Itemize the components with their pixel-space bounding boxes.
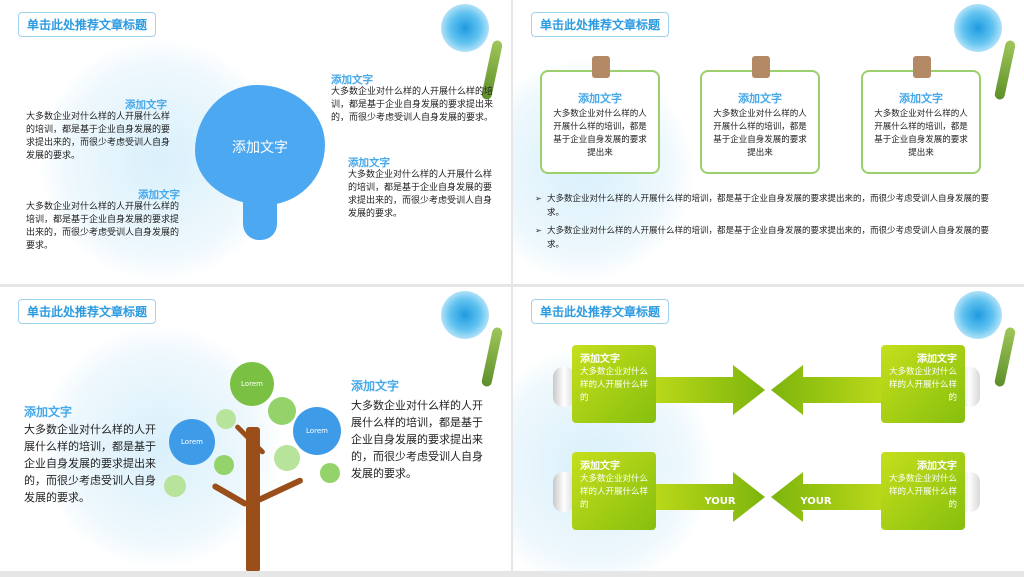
leaf-decoration (993, 326, 1017, 388)
card[interactable]: 添加文字大多数企业对什么样的人开展什么样的培训，都是基于企业自身发展的要求提出来 (700, 56, 820, 174)
box-heading: 添加文字 (917, 354, 957, 365)
box-heading: 添加文字 (580, 461, 620, 472)
card-heading: 添加文字 (899, 92, 943, 105)
block-heading[interactable]: 添加文字 (331, 74, 373, 86)
decor-circle (216, 409, 236, 429)
block-heading[interactable]: 添加文字 (138, 189, 180, 201)
slide-title[interactable]: 单击此处推荐文章标题 (531, 299, 670, 324)
left-heading[interactable]: 添加文字 (24, 405, 73, 419)
decor-circle (214, 455, 234, 475)
lorem-circle[interactable]: Lorem (230, 362, 274, 406)
lorem-circle[interactable]: Lorem (293, 407, 341, 455)
right-body[interactable]: 大多数企业对什么样的人开展什么样的培训，都是基于企业自身发展的要求提出来的，而很… (351, 399, 483, 480)
block-body[interactable]: 大多数企业对什么样的人开展什么样的培训，都是基于企业自身发展的要求提出来的，而很… (331, 87, 494, 123)
arrow-label[interactable]: YOUR TEXT (704, 496, 736, 520)
tree-label[interactable]: 添加文字 (232, 140, 288, 156)
flower-decoration (954, 291, 1002, 339)
slide-title[interactable]: 单击此处推荐文章标题 (531, 12, 670, 37)
flower-decoration (441, 4, 489, 52)
box-body: 大多数企业对什么样的人开展什么样的 (889, 367, 958, 403)
slide-title[interactable]: 单击此处推荐文章标题 (18, 299, 157, 324)
flower-decoration (441, 291, 489, 339)
clip-icon (913, 56, 931, 78)
left-body[interactable]: 大多数企业对什么样的人开展什么样的培训，都是基于企业自身发展的要求提出来的，而很… (24, 423, 156, 504)
slide-4-arrows[interactable]: 单击此处推荐文章标题 添加文字大多数企业对什么样的人开展什么样的 添加文字大多数… (513, 287, 1024, 571)
box-body: 大多数企业对什么样的人开展什么样的 (580, 367, 649, 403)
box-heading: 添加文字 (580, 354, 620, 365)
block-body[interactable]: 大多数企业对什么样的人开展什么样的培训，都是基于企业自身发展的要求提出来的，而很… (26, 112, 171, 161)
box-body: 大多数企业对什么样的人开展什么样的 (580, 474, 649, 510)
slide-title[interactable]: 单击此处推荐文章标题 (18, 12, 157, 37)
ribbon-curl (553, 367, 575, 407)
arrow-left (771, 472, 903, 522)
box-heading: 添加文字 (917, 461, 957, 472)
clip-icon (752, 56, 770, 78)
clip-icon (592, 56, 610, 78)
decor-circle (164, 475, 186, 497)
decor-circle (320, 463, 340, 483)
decor-circle (274, 445, 300, 471)
ribbon-curl (553, 472, 575, 512)
card[interactable]: 添加文字大多数企业对什么样的人开展什么样的培训，都是基于企业自身发展的要求提出来 (540, 56, 660, 174)
decor-circle (268, 397, 296, 425)
block-heading[interactable]: 添加文字 (125, 99, 167, 111)
slide-1-tree-silhouette[interactable]: 单击此处推荐文章标题 添加文字 添加文字 大多数企业对什么样的人开展什么样的培训… (0, 0, 511, 284)
green-box[interactable]: 添加文字大多数企业对什么样的人开展什么样的 (572, 345, 656, 423)
card-body: 大多数企业对什么样的人开展什么样的培训，都是基于企业自身发展的要求提出来 (553, 109, 647, 158)
lorem-circle[interactable]: Lorem (169, 419, 215, 465)
tree-trunk (246, 427, 260, 571)
slide-3-lorem-tree[interactable]: 单击此处推荐文章标题 添加文字 大多数企业对什么样的人开展什么样的培训，都是基于… (0, 287, 511, 571)
card-body: 大多数企业对什么样的人开展什么样的培训，都是基于企业自身发展的要求提出来 (874, 109, 968, 158)
tree-trunk (243, 185, 277, 240)
bullet-item[interactable]: 大多数企业对什么样的人开展什么样的培训，都是基于企业自身发展的要求提出来的，而很… (535, 224, 1000, 252)
green-box[interactable]: 添加文字大多数企业对什么样的人开展什么样的 (881, 452, 965, 530)
arrow-label[interactable]: YOUR TEXT (800, 496, 832, 520)
card[interactable]: 添加文字大多数企业对什么样的人开展什么样的培训，都是基于企业自身发展的要求提出来 (861, 56, 981, 174)
card-heading: 添加文字 (738, 92, 782, 105)
arrow-left (771, 365, 903, 415)
green-box[interactable]: 添加文字大多数企业对什么样的人开展什么样的 (881, 345, 965, 423)
box-body: 大多数企业对什么样的人开展什么样的 (889, 474, 958, 510)
block-heading[interactable]: 添加文字 (348, 157, 390, 169)
arrow-right (633, 472, 765, 522)
leaf-decoration (480, 326, 504, 388)
block-body[interactable]: 大多数企业对什么样的人开展什么样的培训，都是基于企业自身发展的要求提出来的，而很… (348, 170, 493, 219)
tree-silhouette: 添加文字 (195, 85, 325, 240)
green-box[interactable]: 添加文字大多数企业对什么样的人开展什么样的 (572, 452, 656, 530)
block-body[interactable]: 大多数企业对什么样的人开展什么样的培训，都是基于企业自身发展的要求提出来的，而很… (26, 202, 180, 251)
card-heading: 添加文字 (578, 92, 622, 105)
card-body: 大多数企业对什么样的人开展什么样的培训，都是基于企业自身发展的要求提出来 (713, 109, 807, 158)
flower-decoration (954, 4, 1002, 52)
slide-2-cards[interactable]: 单击此处推荐文章标题 添加文字大多数企业对什么样的人开展什么样的培训，都是基于企… (513, 0, 1024, 284)
leaf-decoration (993, 39, 1017, 101)
arrow-right (633, 365, 765, 415)
right-heading[interactable]: 添加文字 (351, 379, 400, 393)
bullet-item[interactable]: 大多数企业对什么样的人开展什么样的培训，都是基于企业自身发展的要求提出来的，而很… (535, 192, 1000, 220)
